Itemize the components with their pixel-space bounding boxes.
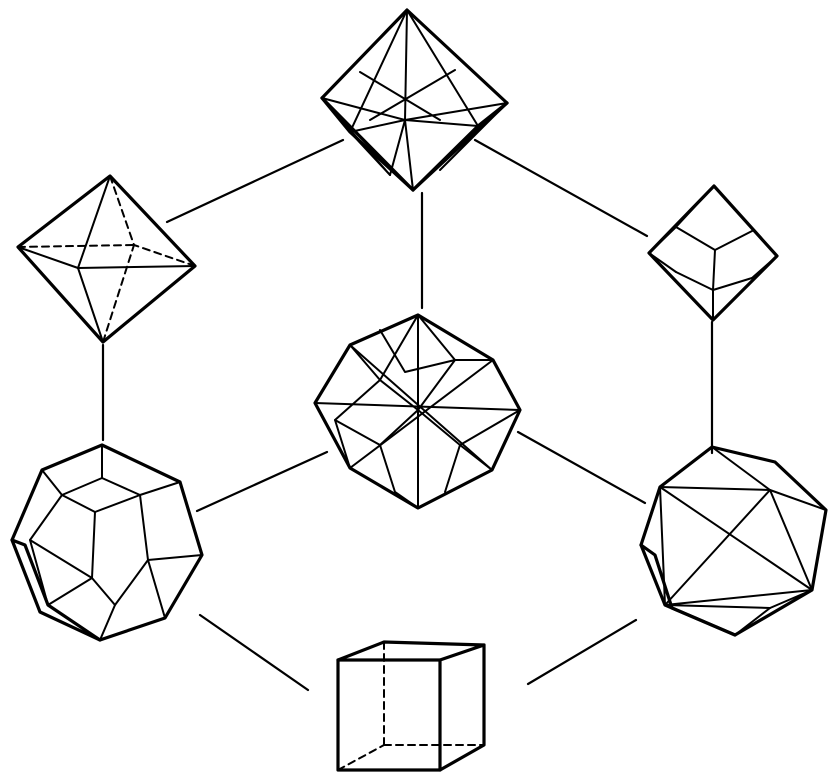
deltoidal-icositetrahedron: [12, 445, 202, 640]
octakis-hexahedron: [322, 10, 507, 190]
connectors: [103, 140, 712, 690]
link-top-to-octahedron: [167, 140, 343, 222]
link-left-lower-to-cube: [200, 615, 308, 690]
tetrakis-hexahedron: [641, 447, 826, 635]
octahedron: [18, 176, 195, 342]
hexakis-octahedron: [315, 315, 520, 508]
link-center-to-right-lower: [518, 432, 645, 503]
cube: [338, 642, 484, 770]
link-right-lower-to-cube: [528, 620, 636, 684]
link-center-to-left-lower: [197, 452, 327, 511]
link-top-to-rhombic-dodecahedron: [475, 140, 647, 236]
rhombic-dodecahedron: [649, 186, 777, 320]
